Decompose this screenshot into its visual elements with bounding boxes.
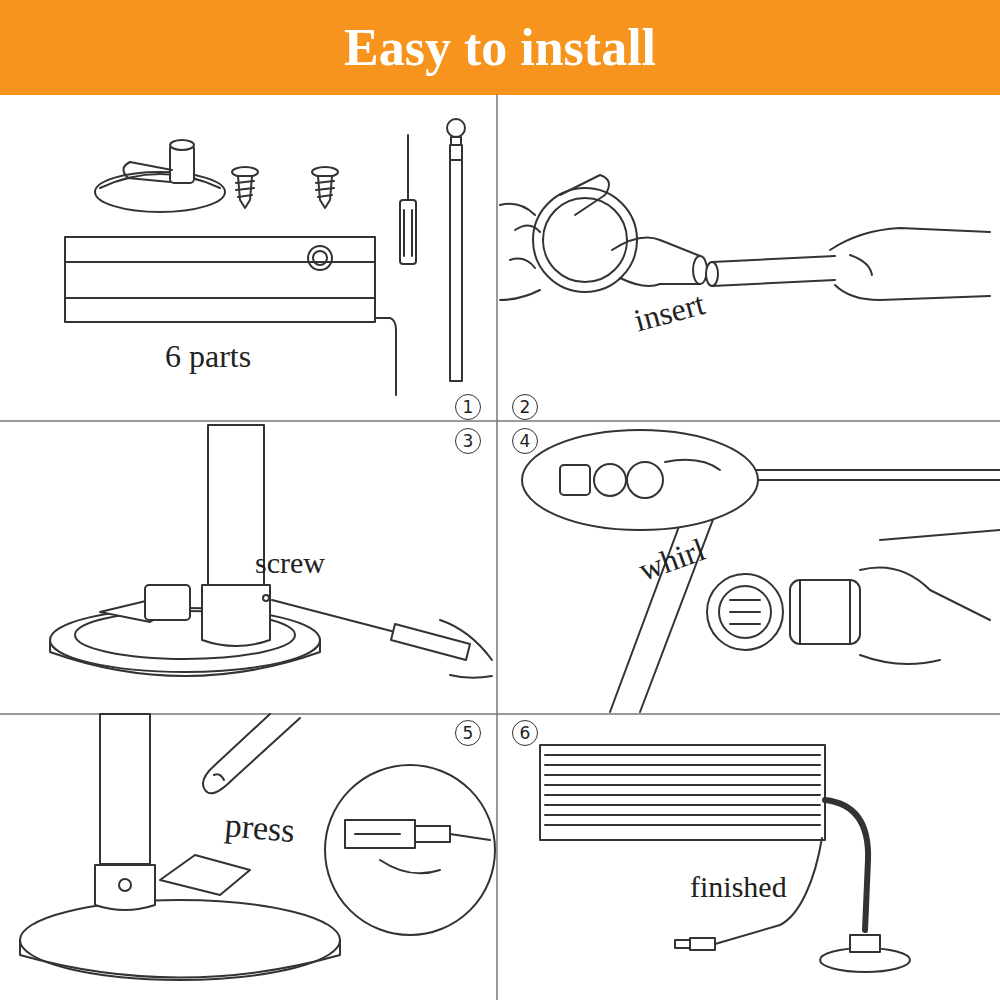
- part-count: 6 parts: [165, 340, 251, 372]
- screwdriver: [400, 135, 416, 264]
- connector-inset: [522, 430, 758, 530]
- step-label: screw: [255, 548, 325, 578]
- page-title: Easy to install: [0, 0, 1000, 95]
- callout-number: 1: [455, 394, 481, 420]
- panel-grid: [0, 95, 1000, 1000]
- tube: [706, 256, 835, 286]
- suction-cup: [95, 140, 225, 212]
- connector: [707, 568, 990, 665]
- pole: [447, 119, 465, 381]
- callout-number: 6: [512, 720, 538, 746]
- base-with-pole: [20, 714, 340, 980]
- callout-number: 4: [512, 428, 538, 454]
- step-label: insert: [631, 287, 708, 336]
- callout-number: 3: [455, 428, 481, 454]
- step-label: press: [224, 808, 297, 848]
- step-label: finished: [690, 872, 787, 902]
- step-label: whirl: [635, 533, 709, 586]
- finger: [203, 714, 300, 793]
- hand: [830, 228, 990, 300]
- usb-inset: [325, 765, 495, 935]
- callout-number: 5: [455, 720, 481, 746]
- screwdriver: [272, 600, 492, 678]
- light-bar: [65, 237, 396, 395]
- hand-with-cup: [500, 175, 707, 300]
- callout-number: 2: [512, 394, 538, 420]
- screw: [232, 167, 338, 208]
- light-bar: [540, 745, 910, 972]
